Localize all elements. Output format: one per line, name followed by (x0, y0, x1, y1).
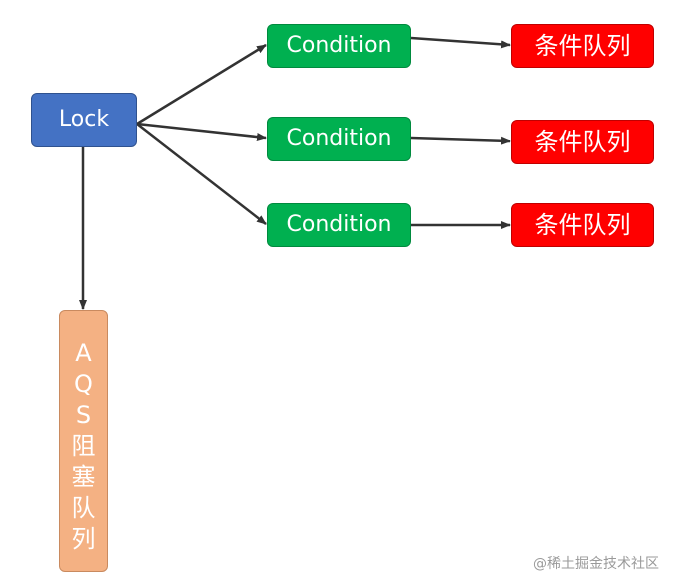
condition-queue-node-1: 条件队列 (511, 24, 654, 68)
aqs-label-char: S (75, 400, 92, 429)
lock-label: Lock (58, 107, 110, 132)
condition-node-2: Condition (267, 117, 411, 161)
arrow-lock-to-condition-3 (136, 123, 267, 225)
condition-node-1: Condition (267, 24, 411, 68)
aqs-blocking-queue-node: A Q S 阻 塞 队 列 (59, 310, 108, 572)
aqs-label-char: 队 (71, 493, 96, 522)
condition-label-1: Condition (286, 33, 392, 58)
watermark: @稀土掘金技术社区 (533, 556, 659, 572)
condition-queue-label-2: 条件队列 (534, 128, 631, 156)
aqs-label-char: 列 (71, 524, 96, 553)
condition-label-3: Condition (286, 212, 392, 237)
condition-label-2: Condition (286, 126, 392, 151)
arrow-condition-1-to-queue-1 (410, 36, 511, 49)
condition-queue-label-1: 条件队列 (534, 32, 631, 60)
lock-node: Lock (31, 93, 137, 147)
condition-queue-node-3: 条件队列 (511, 203, 654, 247)
aqs-label-char: 塞 (71, 462, 96, 491)
aqs-label-char: Q (74, 369, 93, 398)
arrow-condition-2-to-queue-2 (410, 136, 511, 145)
arrow-lock-to-condition-1 (136, 43, 267, 126)
condition-queue-node-2: 条件队列 (511, 120, 654, 164)
aqs-label-char: 阻 (71, 431, 96, 460)
arrow-lock-to-condition-2 (136, 122, 267, 142)
condition-queue-label-3: 条件队列 (534, 211, 631, 239)
condition-node-3: Condition (267, 203, 411, 247)
aqs-label-char: A (75, 338, 92, 367)
